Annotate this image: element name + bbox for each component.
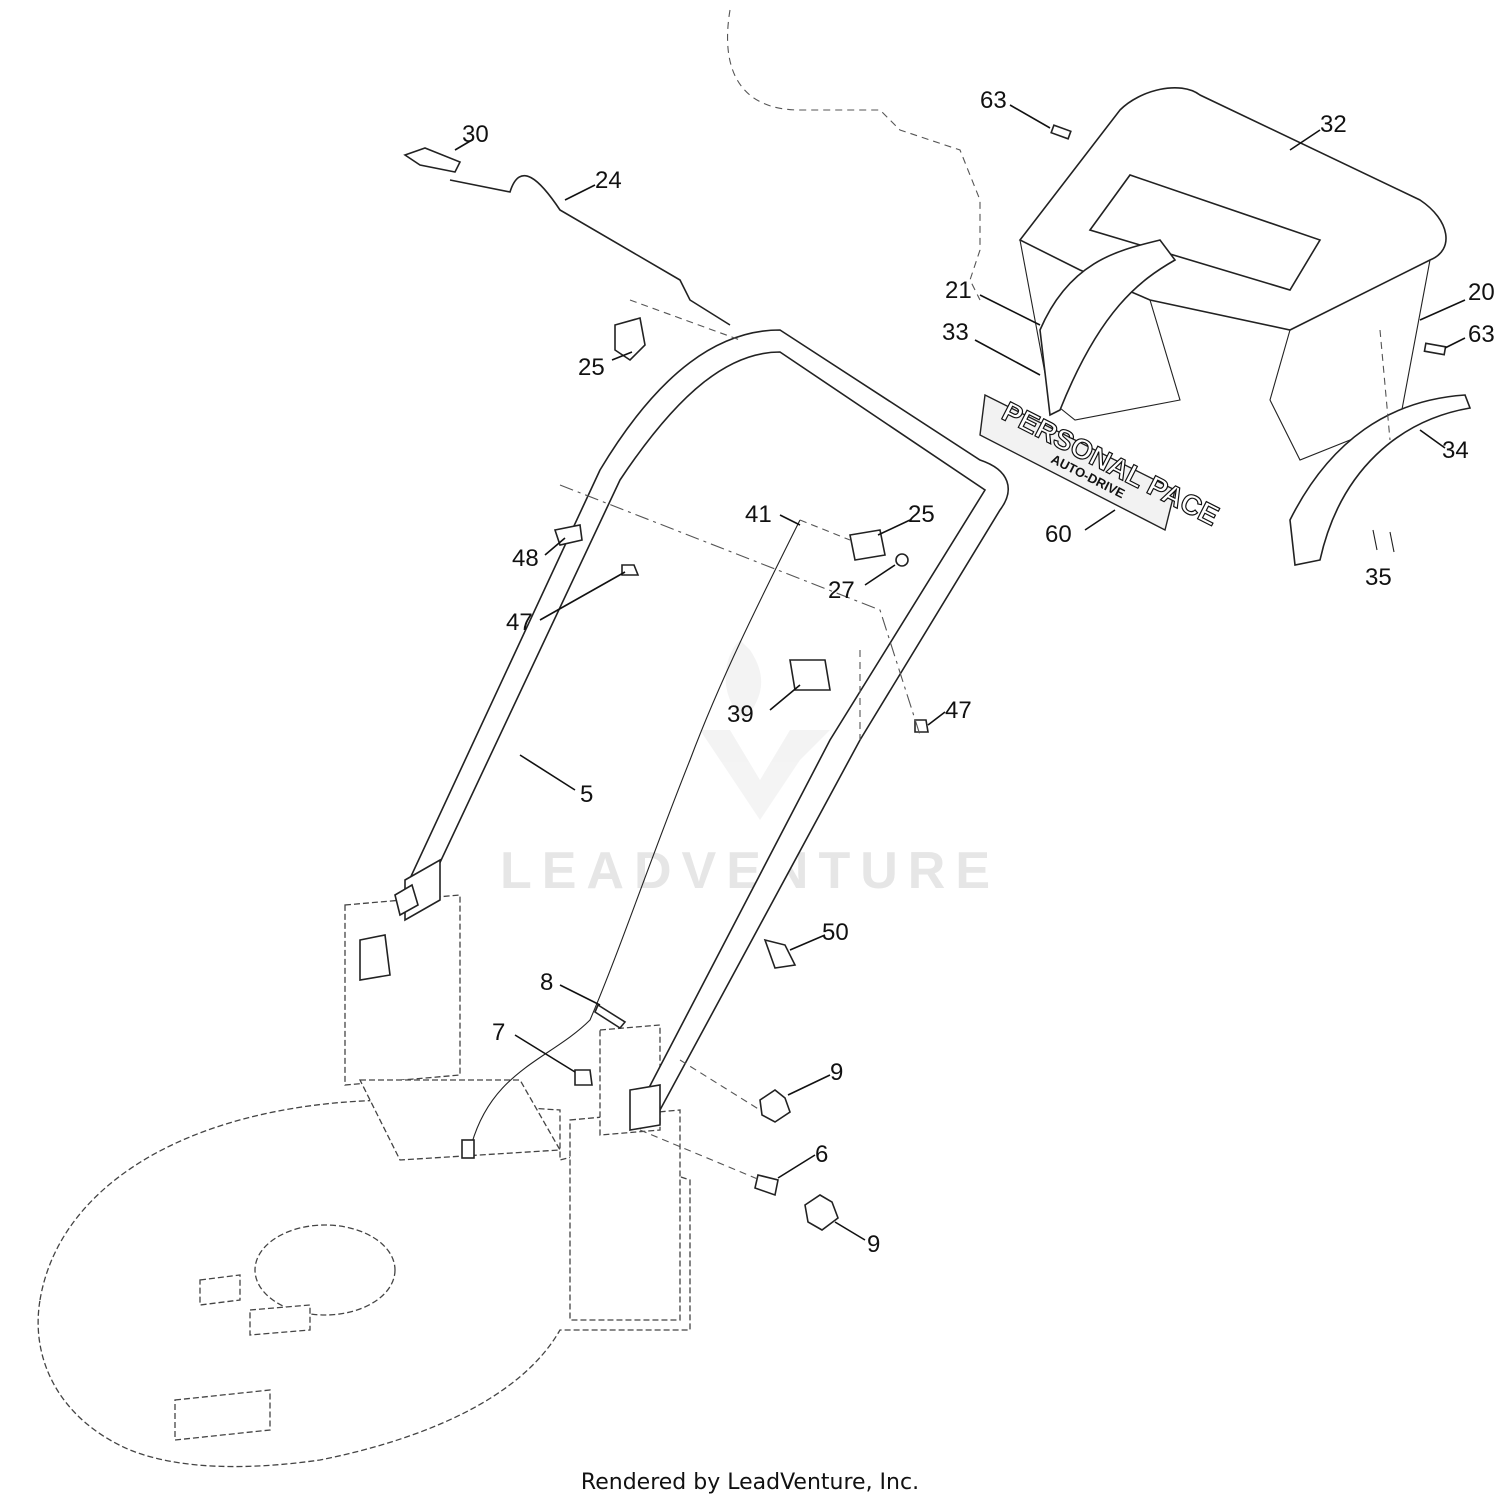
grip-left bbox=[1039, 239, 1177, 417]
callout-33: 33 bbox=[942, 319, 969, 346]
knob-9-upper bbox=[759, 1089, 791, 1123]
handle-frame bbox=[359, 329, 1009, 1131]
guide-line bbox=[629, 299, 741, 341]
control-cable bbox=[469, 519, 801, 1151]
callout-20: 20 bbox=[1468, 279, 1495, 306]
callout-41: 41 bbox=[745, 501, 772, 528]
callout-8: 8 bbox=[540, 969, 553, 996]
pin-6 bbox=[754, 1174, 779, 1197]
bracket-upper bbox=[614, 316, 646, 362]
callout-47-right: 47 bbox=[945, 697, 972, 724]
bail-rod bbox=[449, 175, 731, 326]
connector-50 bbox=[763, 938, 797, 969]
callout-34: 34 bbox=[1442, 437, 1469, 464]
guide-line bbox=[559, 484, 921, 736]
bolt-8 bbox=[593, 1003, 627, 1030]
bracket-lower bbox=[849, 529, 886, 561]
guide-line bbox=[639, 1129, 761, 1181]
cable-connector bbox=[461, 1139, 475, 1159]
footer-credit: Rendered by LeadVenture, Inc. bbox=[580, 1470, 920, 1495]
callout-50: 50 bbox=[822, 919, 849, 946]
callout-35: 35 bbox=[1365, 564, 1392, 591]
callout-39: 39 bbox=[727, 701, 754, 728]
callout-32: 32 bbox=[1320, 111, 1347, 138]
callout-6: 6 bbox=[815, 1141, 828, 1168]
watermark-text: LEADVENTURE bbox=[500, 842, 1000, 900]
washer-27 bbox=[895, 553, 909, 567]
grip-right bbox=[1289, 394, 1472, 566]
callout-7: 7 bbox=[492, 1019, 505, 1046]
callout-9-upper: 9 bbox=[830, 1059, 843, 1086]
callout-60: 60 bbox=[1045, 521, 1072, 548]
leader-lines bbox=[454, 104, 1466, 1241]
callout-48: 48 bbox=[512, 545, 539, 572]
callout-63-upper: 63 bbox=[980, 87, 1007, 114]
callout-21: 21 bbox=[945, 277, 972, 304]
callout-5: 5 bbox=[580, 781, 593, 808]
callout-25-lower: 25 bbox=[908, 501, 935, 528]
knob-9-lower bbox=[804, 1194, 839, 1231]
guide-line bbox=[679, 1059, 761, 1111]
callout-47-left: 47 bbox=[506, 609, 533, 636]
callout-24: 24 bbox=[595, 167, 622, 194]
callout-30: 30 bbox=[462, 121, 489, 148]
decal-personal-pace: PERSONAL PACE AUTO-DRIVE bbox=[979, 393, 1225, 532]
callout-63-right: 63 bbox=[1468, 321, 1495, 348]
callout-9-lower: 9 bbox=[867, 1231, 880, 1258]
guide-line bbox=[1379, 329, 1391, 441]
decal-title: PERSONAL PACE bbox=[997, 396, 1224, 532]
cable-loop bbox=[727, 9, 981, 301]
callout-25-upper: 25 bbox=[578, 354, 605, 381]
guide-line bbox=[799, 519, 851, 541]
pin-63-upper bbox=[1050, 124, 1072, 140]
pin-63-right bbox=[1423, 342, 1447, 356]
mower-deck bbox=[37, 894, 691, 1468]
callout-27: 27 bbox=[828, 577, 855, 604]
nut-7 bbox=[574, 1069, 593, 1086]
nut-47-left bbox=[621, 564, 640, 576]
watermark-logo bbox=[700, 640, 830, 820]
callouts: 63 32 30 24 21 20 33 63 25 34 41 25 60 4… bbox=[462, 87, 1495, 1258]
screws-35 bbox=[1372, 529, 1395, 553]
spring bbox=[403, 147, 462, 173]
switch-39 bbox=[789, 659, 831, 691]
